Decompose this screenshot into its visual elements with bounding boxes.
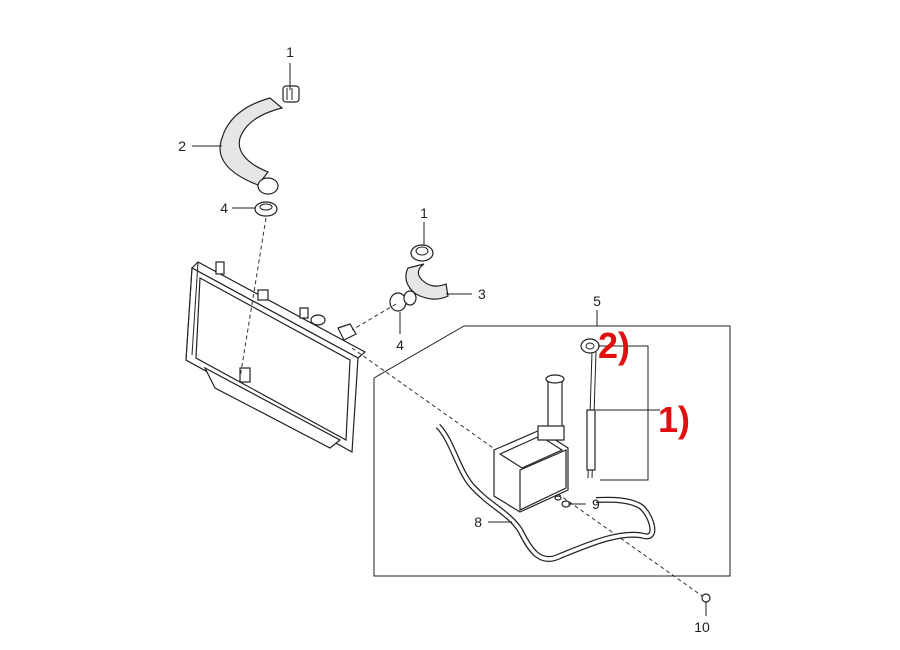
hose-connector xyxy=(257,177,279,195)
callout-5: 5 xyxy=(593,293,601,309)
callout-8: 8 xyxy=(474,514,482,530)
hose-clamp-lower xyxy=(254,201,278,217)
assembly-line-long xyxy=(351,347,706,599)
radiator xyxy=(185,261,367,453)
callout-4-top: 4 xyxy=(220,200,228,216)
callout-9: 9 xyxy=(592,496,600,512)
upper-radiator-hose xyxy=(219,97,284,186)
annotation-2: 2) xyxy=(598,325,630,366)
overflow-tube xyxy=(435,423,656,562)
callout-4-mid: 4 xyxy=(396,337,404,353)
callout-1-top: 1 xyxy=(286,44,294,60)
bolt xyxy=(701,593,711,603)
hose-clamp-mid-top xyxy=(410,244,434,262)
hose-clamp-mid-lower xyxy=(389,290,417,312)
reservoir-cap xyxy=(580,338,600,354)
assembly-line-upper xyxy=(239,217,267,379)
annotation-1: 1) xyxy=(658,399,690,440)
callout-1-mid: 1 xyxy=(420,205,428,221)
callout-3: 3 xyxy=(478,286,486,302)
callout-2: 2 xyxy=(178,138,186,154)
reservoir-box-outline xyxy=(373,325,731,577)
callout-10: 10 xyxy=(694,619,710,635)
assembly-line-mid xyxy=(351,303,397,331)
coolant-reservoir xyxy=(493,374,569,513)
grommet xyxy=(554,495,571,508)
level-sensor xyxy=(586,351,597,479)
annotation-bracket xyxy=(596,345,660,481)
hose-clamp-top xyxy=(282,85,300,103)
